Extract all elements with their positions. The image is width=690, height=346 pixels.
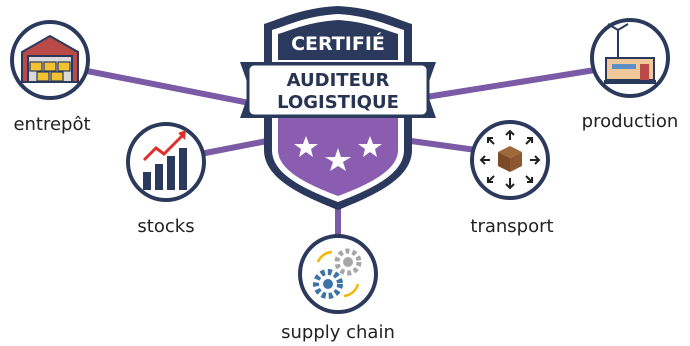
node-transport: transport (470, 120, 554, 237)
connector-production (417, 67, 598, 101)
badge-line2: LOGISTIQUE (277, 92, 399, 113)
node-stocks-label: stocks (137, 216, 194, 237)
node-supply-chain-label: supply chain (281, 322, 395, 343)
star-icon (294, 136, 318, 157)
badge-top-text: CERTIFIÉ (291, 32, 385, 55)
star-icon (325, 148, 351, 171)
badge-shield-inner-top (278, 20, 398, 60)
node-warehouse-label: entrepôt (13, 114, 90, 135)
node-production: production (582, 18, 679, 132)
connector-warehouse (79, 67, 263, 108)
warehouse-icon (21, 34, 79, 83)
box-arrows-icon (479, 129, 541, 190)
factory-wind-turbine-icon (604, 23, 656, 84)
bar-chart-rising-icon (142, 130, 187, 190)
gears-icon (313, 248, 362, 299)
node-stocks-circle (126, 122, 206, 202)
node-production-label: production (582, 111, 679, 132)
node-supply-chain: supply chain (281, 234, 395, 343)
connector-transport (401, 137, 479, 153)
node-warehouse: entrepôt (10, 20, 91, 135)
node-stocks: stocks (126, 122, 206, 237)
star-icon (358, 136, 382, 157)
connector-stocks (192, 137, 275, 158)
certified-badge: CERTIFIÉ AUDITEUR LOGISTIQUE (240, 6, 436, 210)
badge-ribbon-panel (246, 62, 430, 118)
badge-line1: AUDITEUR (287, 70, 390, 91)
node-transport-label: transport (470, 216, 553, 237)
